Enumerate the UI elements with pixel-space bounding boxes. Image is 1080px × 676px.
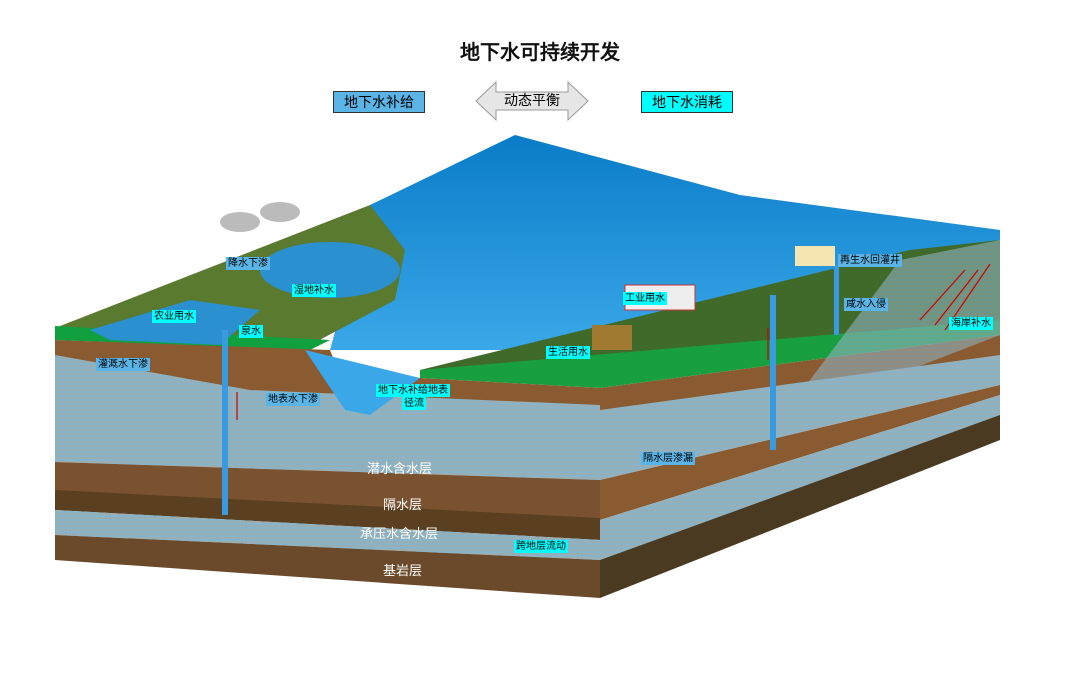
bedrock: [55, 535, 600, 598]
label-rain: 降水下渗: [226, 257, 270, 270]
label-wetland: 湿地补水: [292, 284, 336, 297]
label-agri: 农业用水: [152, 310, 196, 323]
recharge-box: 地下水补给: [333, 91, 425, 113]
house-icon: [592, 325, 632, 350]
label-coastal: 海岸补水: [949, 317, 993, 330]
label-saltwater: 咸水入侵: [844, 298, 888, 311]
river: [305, 350, 420, 415]
consumption-box: 地下水消耗: [641, 91, 733, 113]
aquitard: [55, 462, 600, 520]
layer-confined: 承压水含水层: [360, 527, 439, 542]
treatment-plant-icon: [795, 246, 835, 266]
layer-bedrock: 基岩层: [383, 564, 423, 579]
balance-arrow: [475, 80, 589, 122]
spring-well: [222, 330, 228, 515]
pumping-well: [770, 295, 776, 450]
phreatic-aquifer: [55, 355, 600, 480]
label-domestic: 生活用水: [546, 346, 590, 359]
label-spring: 泉水: [239, 325, 263, 338]
sea: [330, 135, 1000, 350]
confined-aquifer: [55, 510, 600, 560]
label-gw-runoff-2: 径流: [402, 397, 426, 410]
flow-arrows: [236, 263, 991, 420]
label-industry: 工业用水: [623, 292, 667, 305]
cloud-icon: [220, 202, 300, 232]
label-irrigation: 灌溉水下渗: [96, 358, 150, 371]
page-title: 地下水可持续开发: [460, 40, 620, 64]
label-surface: 地表水下渗: [266, 393, 320, 406]
label-aquitard-leak: 隔水层渗漏: [641, 452, 695, 465]
label-cross-layer: 跨地层流动: [514, 540, 568, 553]
label-gw-runoff: 地下水补给地表: [376, 384, 450, 397]
layer-aquitard: 隔水层: [383, 498, 423, 513]
left-land: [55, 205, 405, 345]
layer-phreatic: 潜水含水层: [367, 462, 433, 477]
recharge-well: [834, 265, 839, 335]
balance-label: 动态平衡: [504, 93, 560, 109]
label-reclaimed: 再生水回灌井: [838, 254, 902, 267]
